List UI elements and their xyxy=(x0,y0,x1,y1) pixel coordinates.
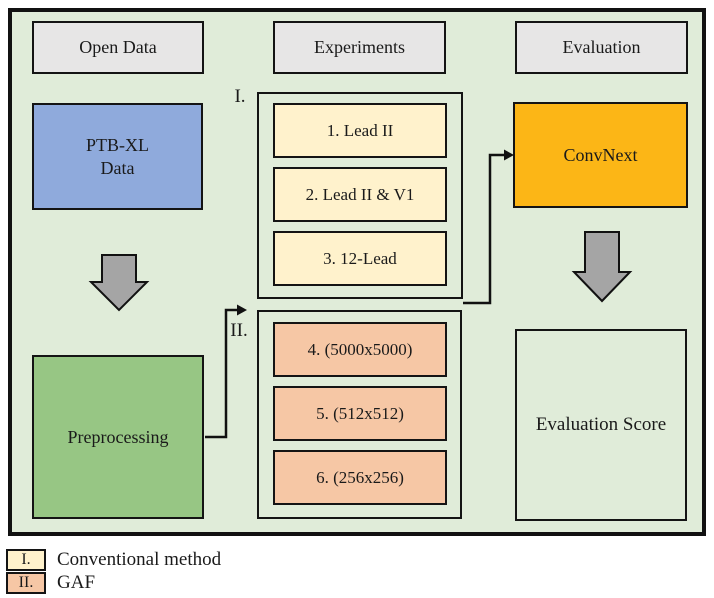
node-ptbxl-line2: Data xyxy=(100,157,135,178)
group-gaf-marker: II. xyxy=(230,320,248,341)
group-conventional-marker: I. xyxy=(234,86,246,107)
legend-swatch-conventional: I. xyxy=(6,549,46,571)
legend-label-gaf: GAF xyxy=(57,572,96,593)
node-evaluation-score-label: Evaluation Score xyxy=(535,414,667,436)
experiment-item-lead2: 1. Lead II xyxy=(273,103,447,158)
experiment-item-label: 2. Lead II & V1 xyxy=(305,184,415,204)
experiment-item-256: 6. (256x256) xyxy=(273,450,447,505)
experiment-item-label: 4. (5000x5000) xyxy=(307,339,413,359)
node-preprocessing-label: Preprocessing xyxy=(67,426,169,447)
header-experiments-label: Experiments xyxy=(314,37,405,58)
node-convnext-label: ConvNext xyxy=(563,144,638,165)
group-box-gaf xyxy=(257,310,462,519)
legend-entry-conventional: I. Conventional method xyxy=(6,549,221,571)
node-ptbxl-data: PTB-XL Data xyxy=(32,103,203,210)
experiment-item-label: 5. (512x512) xyxy=(316,403,404,423)
legend-marker: I. xyxy=(21,551,31,568)
experiment-item-512: 5. (512x512) xyxy=(273,386,447,441)
legend-swatch-gaf: II. xyxy=(6,572,46,594)
legend-label-conventional: Conventional method xyxy=(57,549,222,570)
header-open-data: Open Data xyxy=(32,21,204,74)
header-open-data-label: Open Data xyxy=(79,37,157,58)
group-box-conventional xyxy=(257,92,463,299)
experiment-item-label: 6. (256x256) xyxy=(316,467,404,487)
experiment-item-lead2-v1: 2. Lead II & V1 xyxy=(273,167,447,222)
header-evaluation: Evaluation xyxy=(515,21,688,74)
experiment-item-12lead: 3. 12-Lead xyxy=(273,231,447,286)
node-evaluation-score: Evaluation Score xyxy=(515,329,687,521)
experiment-item-5000: 4. (5000x5000) xyxy=(273,322,447,377)
legend-marker: II. xyxy=(18,574,34,591)
node-ptbxl-line1: PTB-XL xyxy=(86,135,149,155)
header-experiments: Experiments xyxy=(273,21,446,74)
node-preprocessing: Preprocessing xyxy=(32,355,204,519)
legend-entry-gaf: II. GAF xyxy=(6,572,95,594)
header-evaluation-label: Evaluation xyxy=(562,37,641,58)
experiment-item-label: 1. Lead II xyxy=(326,120,394,140)
node-convnext: ConvNext xyxy=(513,102,688,208)
experiment-item-label: 3. 12-Lead xyxy=(323,248,397,268)
